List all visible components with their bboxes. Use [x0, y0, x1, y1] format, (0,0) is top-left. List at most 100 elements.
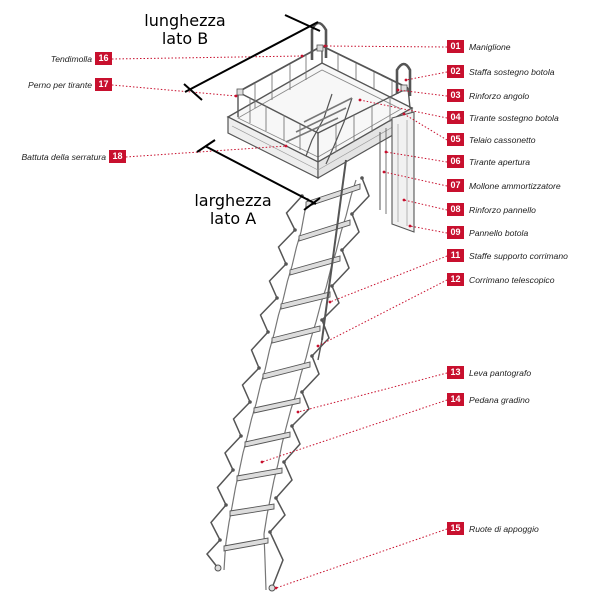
step-tread — [298, 219, 351, 242]
pantograph-lever — [321, 285, 340, 321]
width-dimension-line1: larghezza — [194, 191, 272, 210]
part-label-13: 13 Leva pantografo — [447, 366, 531, 380]
top-tread — [295, 107, 347, 133]
step-tread — [253, 397, 301, 414]
pivot-pin — [340, 248, 344, 252]
part-name: Leva pantografo — [469, 368, 532, 378]
step-tread — [223, 537, 269, 552]
leader-line — [403, 113, 448, 141]
leader-dot — [274, 586, 278, 590]
pivot-pin — [282, 460, 286, 464]
dimension-lines — [183, 14, 321, 211]
part-name: Perno per tirante — [27, 80, 92, 90]
leader-dot — [384, 150, 388, 154]
part-number-badge: 15 — [447, 522, 464, 535]
pivot-pin — [231, 468, 235, 472]
part-number-badge: 09 — [447, 226, 464, 239]
leader-line — [324, 45, 448, 48]
ladder-illustration — [206, 21, 415, 592]
leader-line — [317, 279, 448, 347]
pantograph-lever — [341, 213, 360, 251]
length-dimension-label: lunghezza lato B — [130, 12, 240, 48]
step-tread — [271, 325, 321, 344]
part-label-02: 02 Staffa sostegno botola — [447, 65, 555, 79]
part-number-badge: 02 — [447, 65, 464, 78]
leader-line — [297, 372, 448, 413]
pantograph-lever — [269, 531, 284, 589]
part-number-badge: 06 — [447, 155, 464, 168]
part-name: Battuta della serratura — [21, 152, 106, 162]
upper-rail-front — [237, 91, 319, 134]
pantograph-lever — [285, 195, 303, 231]
part-name: Mollone ammortizzatore — [469, 181, 561, 191]
pivot-pin — [218, 538, 222, 542]
pantograph-lever — [301, 355, 320, 393]
frame-inner-rim — [237, 69, 402, 158]
part-name: Pedana gradino — [469, 395, 530, 405]
leader-line — [275, 528, 448, 589]
step-tread — [289, 255, 341, 276]
leader-lines — [111, 44, 448, 590]
leader-dot — [328, 300, 332, 304]
length-dimension-line2: lato B — [161, 29, 209, 48]
leader-dot — [402, 198, 406, 202]
part-number-badge: 01 — [447, 40, 464, 53]
pantograph-lever — [259, 297, 278, 333]
length-dimension-line — [184, 21, 319, 93]
leader-dot — [284, 144, 288, 148]
pantograph-lever — [291, 391, 310, 427]
part-name: Staffe supporto corrimano — [469, 251, 568, 261]
pivot-pin — [350, 212, 354, 216]
part-number-badge: 13 — [447, 366, 464, 379]
pivot-pin — [330, 284, 334, 288]
pantograph-lever — [268, 263, 287, 299]
part-name: Rinforzo angolo — [469, 91, 530, 101]
pantograph-lever — [269, 497, 286, 533]
part-number-badge: 12 — [447, 273, 464, 286]
leader-line — [111, 84, 237, 97]
leader-line — [111, 55, 303, 60]
pantograph-lever — [216, 469, 234, 506]
corner-bracket — [236, 88, 244, 96]
leader-line — [359, 99, 448, 119]
top-stringer — [305, 93, 333, 157]
part-name: Staffa sostegno botola — [469, 67, 555, 77]
part-name: Rinforzo pannello — [469, 205, 536, 215]
part-name: Tendimolla — [50, 54, 92, 64]
length-dimension-line1: lunghezza — [144, 11, 226, 30]
pantograph-lever — [351, 177, 370, 215]
pivot-pin — [293, 228, 297, 232]
telescopic-handrail — [321, 159, 347, 341]
leader-line — [383, 171, 448, 187]
leader-dot — [402, 112, 406, 116]
width-dimension-line2: lato A — [209, 209, 257, 228]
support-wheel — [214, 564, 222, 572]
leader-dot — [323, 44, 327, 48]
part-number-badge: 07 — [447, 179, 464, 192]
pantograph-lever — [331, 249, 350, 287]
pantograph-lever — [224, 435, 242, 471]
part-name: Ruote di appoggio — [469, 524, 539, 534]
leader-dot — [382, 170, 386, 174]
leader-dot — [316, 344, 320, 348]
dimension-tick — [196, 139, 216, 153]
pivot-pin — [274, 496, 278, 500]
part-label-06: 06 Tirante apertura — [447, 155, 530, 169]
leader-line — [405, 71, 448, 81]
part-name: Tirante apertura — [469, 157, 531, 167]
pivot-pin — [224, 503, 228, 507]
pivot-pin — [310, 354, 314, 358]
pantograph-lever — [210, 504, 227, 541]
pantograph-lever — [232, 401, 251, 437]
pantograph-lever — [241, 367, 260, 403]
part-name: Maniglione — [469, 42, 511, 52]
part-label-01: 01 Maniglione — [447, 40, 511, 54]
grab-handle-left — [310, 21, 328, 60]
top-tread — [285, 117, 339, 143]
